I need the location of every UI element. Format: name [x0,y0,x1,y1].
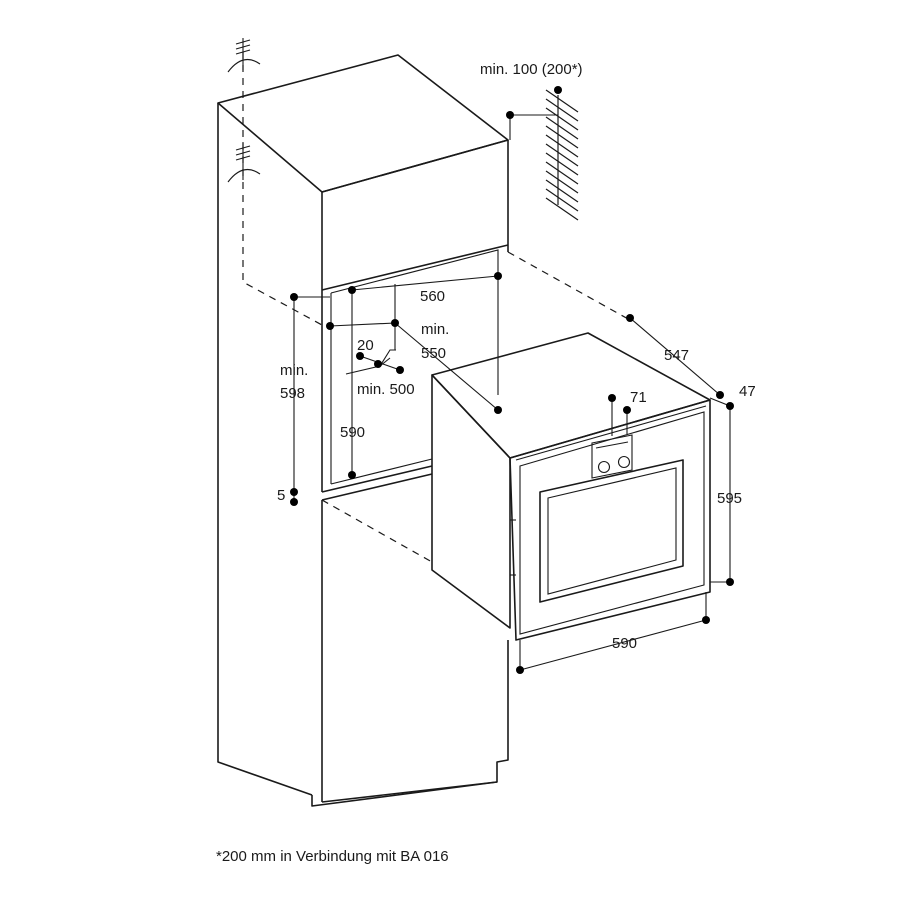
dot-595-bottom [726,578,734,586]
label-547: 547 [664,347,689,364]
vent-path-bottom [321,499,433,563]
cabinet-top-face [217,54,509,193]
dimension-lines [293,114,732,672]
dot-590-bottom [348,471,356,479]
control-knob-right [617,455,631,469]
label-20: 20 [357,337,374,354]
dot-depth-left [326,322,334,330]
cabinet-bottom-edge [321,781,498,803]
wall-hatch-line [545,89,579,113]
label-560: 560 [420,288,445,305]
dot-598-top [290,293,298,301]
control-knob-left [597,460,611,474]
ventilation-dashes [242,52,631,563]
wall-hatch-line [545,116,579,140]
wall-hatch-line [545,188,579,212]
wall-hatch-line [545,179,579,203]
control-display [595,441,629,449]
dim-line-550 [394,322,499,411]
dot-71b [623,406,631,414]
niche-bottom-inner [330,458,433,485]
dot-min100 [506,111,514,119]
wall-hatch-line [545,152,579,176]
wall-hatch-line [545,98,579,122]
cable-symbols [227,38,261,183]
dim-line-547 [629,317,721,396]
footnote: *200 mm in Verbindung mit BA 016 [216,848,449,865]
wall-hatch-line [545,197,579,221]
dot-560-right [494,272,502,280]
niche-bottom-edge-lower [321,473,433,501]
cable-symbol-middle [227,142,261,183]
dim-line-590-oven [519,619,707,671]
rear-cutout [345,349,396,375]
dot-47 [726,402,734,410]
dim-line-min-depth [329,322,396,327]
dot-depth-right [391,319,399,327]
dot-547-top [626,314,634,322]
dot-71a [608,394,616,402]
label-590-niche: 590 [340,424,365,441]
oven-front-frame [509,399,711,641]
label-min-550: min. [421,321,449,338]
label-550: 550 [421,345,446,362]
dimension-dots [290,86,734,674]
cabinet-top-front-edge [321,139,509,193]
oven-side-face [431,374,511,629]
label-595: 595 [717,490,742,507]
cabinet-plinth [311,640,509,807]
control-panel [591,434,633,479]
niche-top-inner [330,249,499,395]
oven [431,332,711,641]
dot-5-bottom [290,498,298,506]
label-590-oven: 590 [612,635,637,652]
oven-window-inner [547,467,677,595]
dot-590-left [516,666,524,674]
vent-path-left [242,52,323,326]
label-min100: min. 100 (200*) [480,61,583,78]
label-min500: min. 500 [357,381,415,398]
dot-598-bottom [290,488,298,496]
wall-hatch-line [545,170,579,194]
niche-bottom-edge [321,465,433,493]
dot-547-bottom [716,391,724,399]
dim-line-min100 [509,114,558,140]
label-47: 47 [739,383,756,400]
oven-door [519,411,705,635]
vent-path-top [507,251,631,321]
wall-hatch-line [545,134,579,158]
cabinet-upper-shelf-edge [321,244,509,291]
tall-cabinet [217,54,509,807]
wall-hatch-line [545,125,579,149]
label-598: 598 [280,385,305,402]
oven-front-inner-top [515,405,707,461]
dot-min100-wall [554,86,562,94]
cable-symbol-top [227,38,261,73]
wall-hatch-line [545,143,579,167]
label-5: 5 [277,487,285,504]
label-min-598: min. [280,362,308,379]
dot-560-left [348,286,356,294]
oven-window [539,459,684,603]
dimension-labels: min. 100 (200*) 560 min. 550 20 min. 500… [277,61,756,652]
dot-20b [374,360,382,368]
wall-hatch-line [545,161,579,185]
cabinet-left-side [217,103,313,796]
dot-550-end [494,406,502,414]
label-71: 71 [630,389,647,406]
wall-hatch [545,89,579,221]
dim-line-560 [351,275,499,291]
dot-20 [356,352,364,360]
wall-hatch-line [545,107,579,131]
dot-590-right [702,616,710,624]
dot-500 [396,366,404,374]
